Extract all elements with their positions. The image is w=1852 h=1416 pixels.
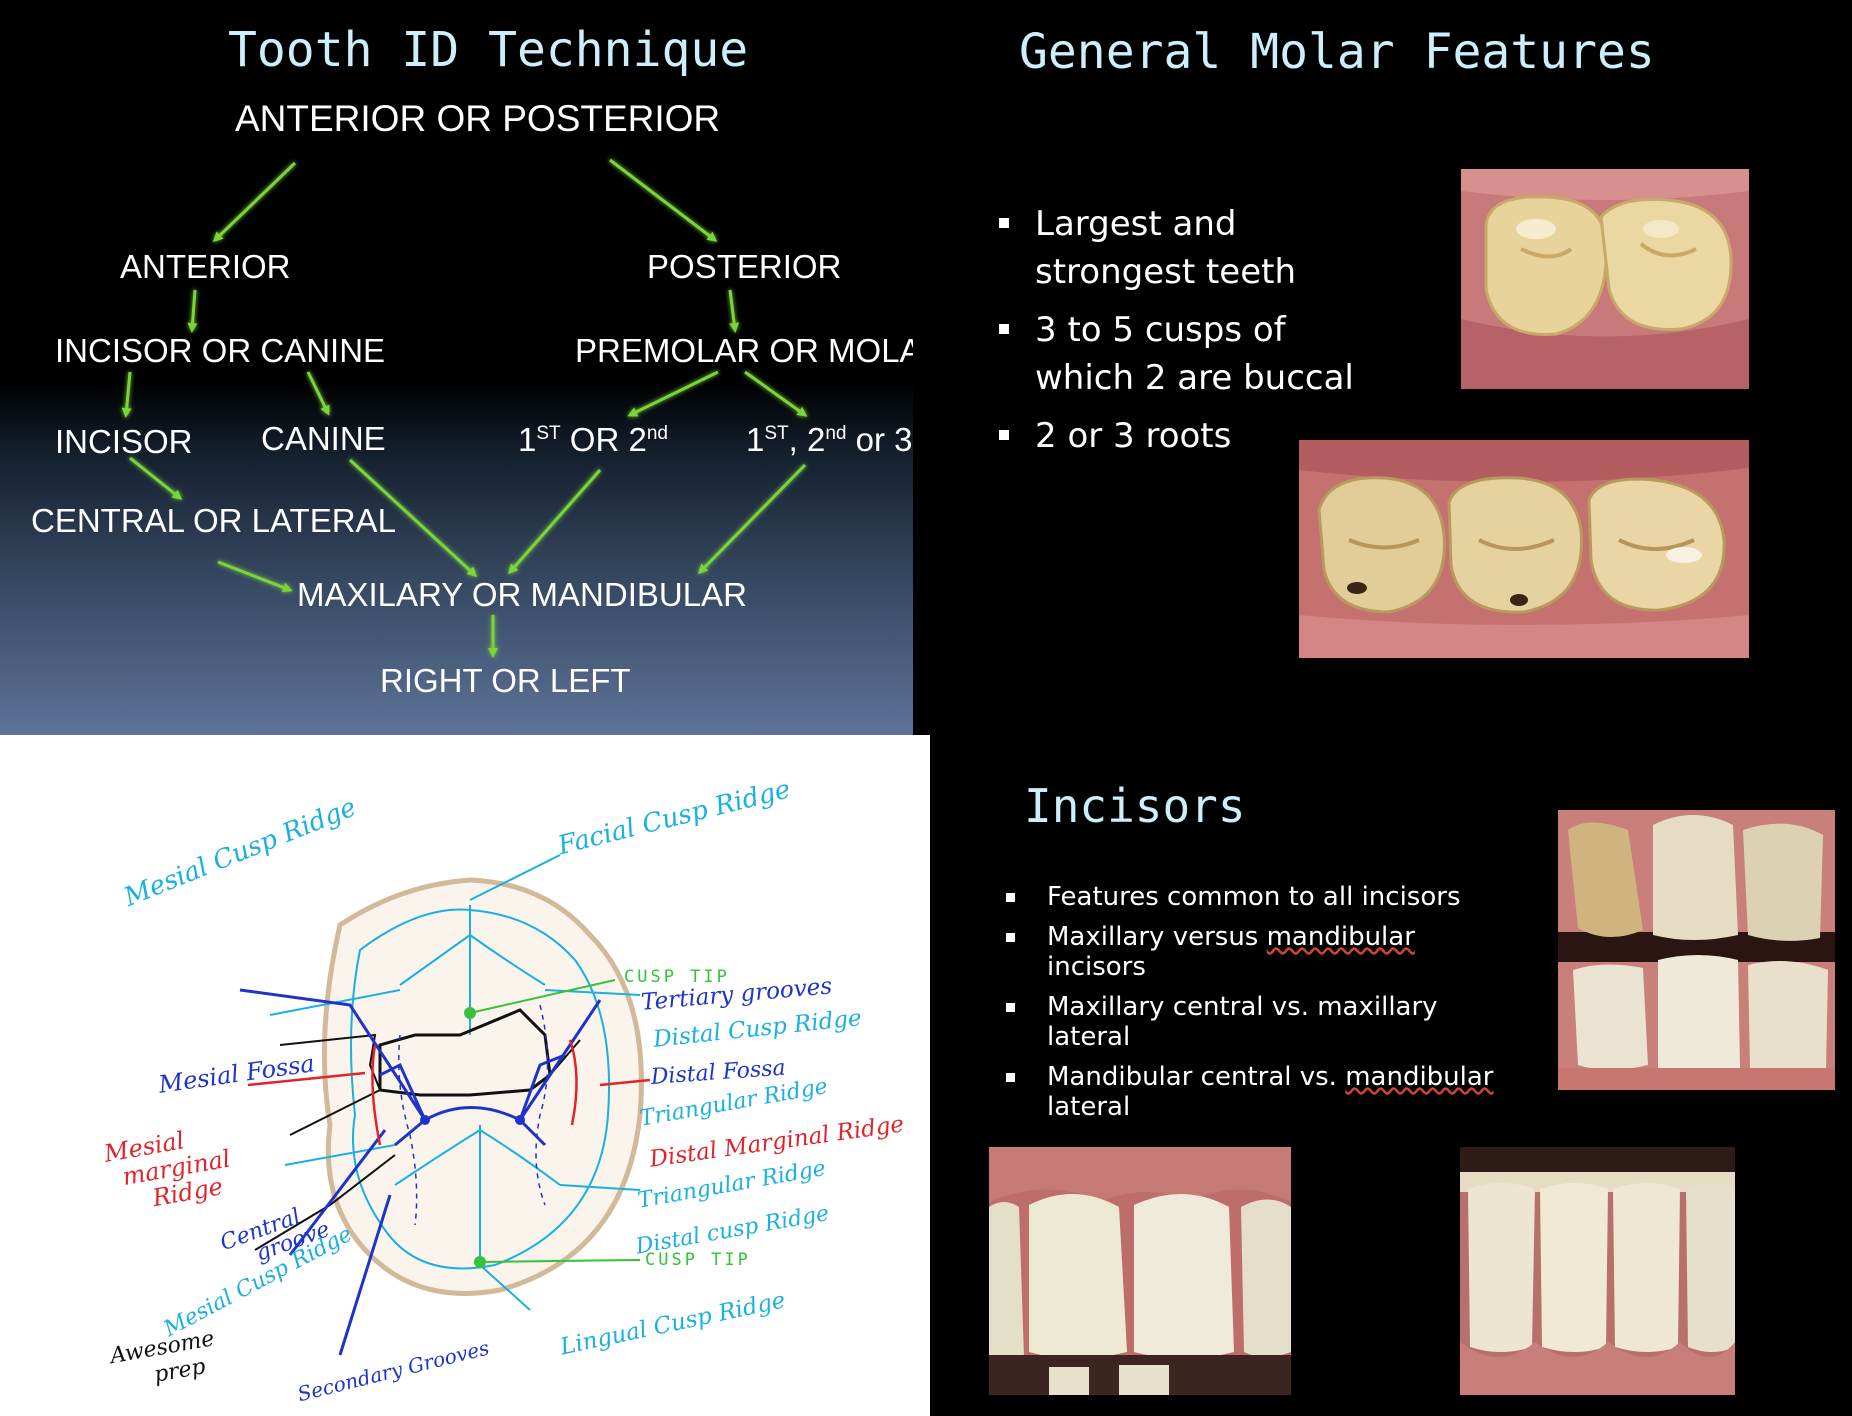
node-posterior: POSTERIOR (647, 248, 842, 285)
node-premolar-order: 1ST OR 2nd (518, 421, 668, 458)
node-anterior-or-posterior: ANTERIOR OR POSTERIOR (235, 98, 721, 139)
arrow-central-maxmand (217, 560, 293, 593)
arrow-root-anterior (212, 161, 297, 243)
tooth-id-slide: Tooth ID Technique (0, 0, 913, 735)
molar-bullet: 3 to 5 cusps of which 2 are buccal (995, 306, 1375, 402)
incisors-title: Incisors (1024, 779, 1246, 833)
node-maxillary-or-mandibular: MAXILARY OR MANDIBULAR (297, 576, 747, 613)
arrow-pm-third (744, 370, 808, 417)
incisor-bullet: Features common to all incisors (1002, 882, 1522, 912)
node-incisor: INCISOR (55, 423, 193, 460)
molar-photo-upper (1461, 169, 1749, 389)
incisor-bullet: Maxillary versus mandibular incisors (1002, 922, 1522, 982)
label-cusp-tip-bottom: CUSP TIP (645, 1250, 751, 1270)
molar-bullet: Largest and strongest teeth (995, 200, 1375, 296)
arrow-third-maxmand (697, 463, 807, 575)
node-anterior: ANTERIOR (120, 248, 291, 285)
node-incisor-or-canine: INCISOR OR CANINE (55, 332, 386, 369)
molar-bullet-list: Largest and strongest teeth 3 to 5 cusps… (995, 200, 1375, 470)
arrow-ic-incisor (121, 371, 132, 418)
node-premolar-or-molar: PREMOLAR OR MOLAR (575, 332, 913, 369)
incisors-photo-maxillary (989, 1147, 1291, 1395)
molar-photo-lower (1299, 440, 1749, 658)
arrow-incisor-central (129, 456, 183, 500)
incisor-bullet-list: Features common to all incisors Maxillar… (1002, 882, 1522, 1132)
arrow-first-maxmand (508, 469, 602, 575)
node-molar-order: 1ST, 2nd or 3 (746, 421, 913, 458)
node-canine: CANINE (261, 420, 386, 457)
molar-bullet: 2 or 3 roots (995, 412, 1375, 460)
incisors-photo-side (1558, 810, 1835, 1090)
incisors-photo-mandibular (1460, 1147, 1735, 1395)
molar-sketch-slide: Mesial Cusp Ridge Mesial Fossa Mesial ma… (0, 735, 930, 1416)
molar-features-slide: General Molar Features Largest and stron… (913, 0, 1852, 735)
occlusal-sketch (239, 854, 651, 1356)
node-right-or-left: RIGHT OR LEFT (380, 662, 631, 699)
arrow-anterior-incisor-canine (187, 289, 198, 333)
flowchart-arrows (121, 158, 808, 658)
arrow-ic-canine (306, 371, 330, 416)
label-cusp-tip-top: CUSP TIP (624, 967, 730, 987)
arrow-root-posterior (609, 158, 718, 242)
incisor-bullet: Maxillary central vs. maxillary lateral (1002, 992, 1522, 1052)
incisor-bullet: Mandibular central vs. mandibular latera… (1002, 1062, 1522, 1122)
node-central-or-lateral: CENTRAL OR LATERAL (31, 502, 396, 539)
tooth-id-title: Tooth ID Technique (228, 22, 749, 78)
arrow-canine-maxmand (348, 458, 478, 578)
arrow-posterior-premolar-molar (728, 289, 740, 333)
incisors-slide: Incisors Features common to all incisors… (930, 735, 1852, 1416)
arrow-pm-first (627, 370, 719, 417)
molar-title: General Molar Features (1019, 24, 1655, 80)
